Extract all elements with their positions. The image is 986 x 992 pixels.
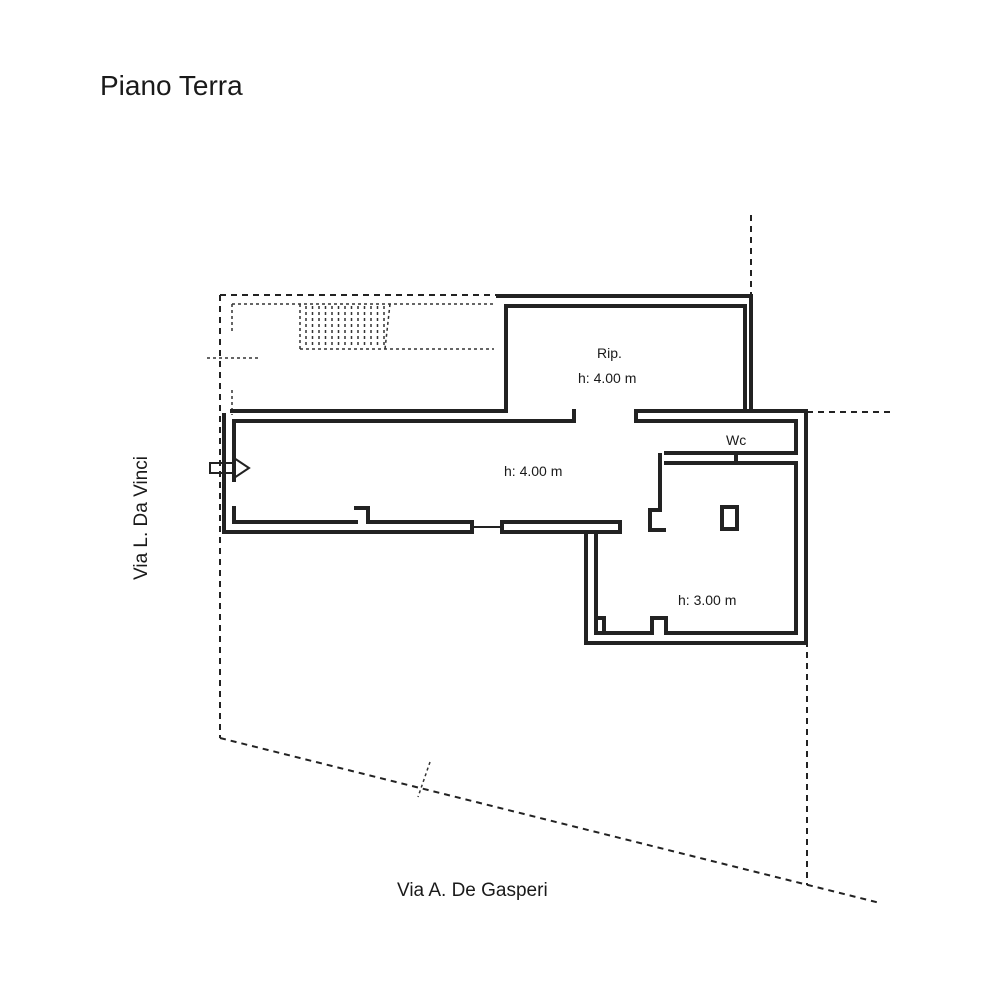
entrance-arrow-icon [209,456,251,480]
room-height-back: h: 3.00 m [678,592,737,608]
room-height-main: h: 4.00 m [504,463,563,479]
page-title: Piano Terra [100,70,243,101]
room-height-storage: h: 4.00 m [578,370,637,386]
room-label-storage: Rip. [597,345,622,361]
room-label-wc: Wc [726,432,747,448]
stairs [207,303,494,415]
street-label-bottom: Via A. De Gasperi [397,880,548,901]
property-boundary [219,215,890,904]
street-label-left: Via L. Da Vinci [131,456,152,580]
